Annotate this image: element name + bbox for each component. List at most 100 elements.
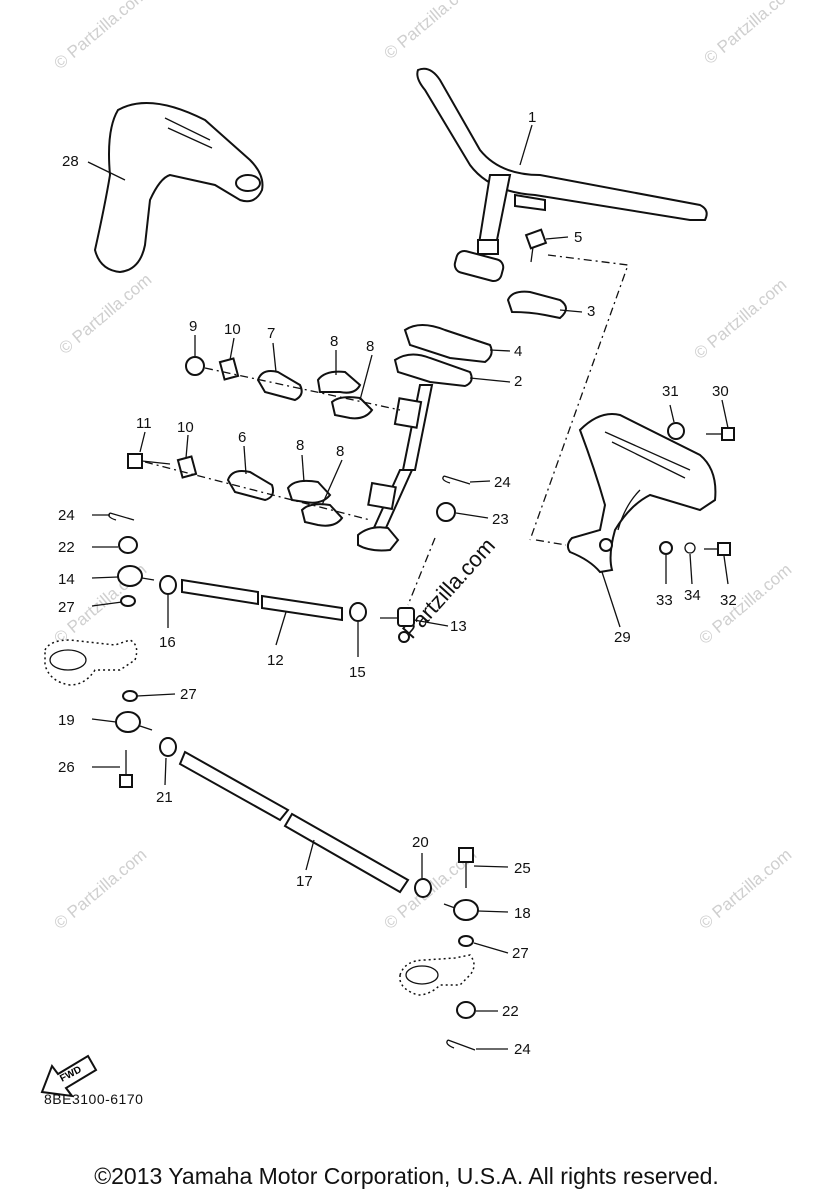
callout-34[interactable]: 34 bbox=[684, 587, 701, 604]
part-19-ball-joint[interactable] bbox=[115, 711, 153, 733]
callout-7[interactable]: 7 bbox=[267, 325, 275, 342]
callout-30[interactable]: 30 bbox=[712, 383, 729, 400]
part-27-washer[interactable] bbox=[122, 690, 138, 702]
callout-21[interactable]: 21 bbox=[156, 789, 173, 806]
callout-28[interactable]: 28 bbox=[62, 153, 79, 170]
connection-line bbox=[529, 254, 629, 541]
part-8-bushing[interactable] bbox=[330, 396, 374, 420]
callout-15[interactable]: 15 bbox=[349, 664, 366, 681]
callout-8[interactable]: 8 bbox=[366, 338, 374, 355]
callout-24[interactable]: 24 bbox=[58, 507, 75, 524]
callout-23[interactable]: 23 bbox=[492, 511, 509, 528]
part-21-lock-nut[interactable] bbox=[159, 737, 177, 757]
part-16-lock-nut[interactable] bbox=[159, 575, 177, 595]
callout-25[interactable]: 25 bbox=[514, 860, 531, 877]
part-20-lock-nut[interactable] bbox=[414, 878, 432, 898]
part-17-tie-rod[interactable] bbox=[178, 750, 290, 822]
callout-1[interactable]: 1 bbox=[528, 109, 536, 126]
part-26-bolt[interactable] bbox=[119, 750, 133, 788]
callout-29[interactable]: 29 bbox=[614, 629, 631, 646]
part-5-bolt[interactable] bbox=[524, 228, 548, 263]
callout-27[interactable]: 27 bbox=[180, 686, 197, 703]
part-24-cotter-pin[interactable] bbox=[446, 1039, 476, 1051]
part-25-bolt[interactable] bbox=[458, 847, 474, 888]
watermark: © Partzilla.com bbox=[690, 275, 790, 363]
watermark: © Partzilla.com bbox=[695, 560, 795, 648]
part-22-nut[interactable] bbox=[456, 1001, 476, 1019]
callout-11[interactable]: 11 bbox=[136, 415, 152, 432]
part-34-lock-washer[interactable] bbox=[684, 542, 696, 554]
callout-22[interactable]: 22 bbox=[58, 539, 75, 556]
callout-12[interactable]: 12 bbox=[267, 652, 284, 669]
part-15-lock-nut[interactable] bbox=[349, 602, 367, 622]
part-23-nut[interactable] bbox=[436, 502, 456, 522]
callout-10[interactable]: 10 bbox=[177, 419, 194, 436]
part-18-ball-joint[interactable] bbox=[443, 899, 479, 921]
watermark: © Partzilla.com bbox=[380, 0, 480, 63]
callout-24[interactable]: 24 bbox=[494, 474, 511, 491]
part-10-washer[interactable] bbox=[218, 357, 240, 381]
callout-13[interactable]: 13 bbox=[450, 618, 467, 635]
part-12-tie-rod[interactable] bbox=[181, 578, 259, 606]
part-4-upper-bracket[interactable] bbox=[403, 324, 493, 364]
part-27-washer[interactable] bbox=[458, 935, 474, 947]
part-9-nut[interactable] bbox=[185, 356, 205, 376]
callout-6[interactable]: 6 bbox=[238, 429, 246, 446]
part-11-bolt[interactable] bbox=[127, 453, 171, 469]
callout-32[interactable]: 32 bbox=[720, 592, 737, 609]
callout-5[interactable]: 5 bbox=[574, 229, 582, 246]
callout-24[interactable]: 24 bbox=[514, 1041, 531, 1058]
part-2-steering-plate[interactable] bbox=[393, 353, 473, 388]
part-8-bushing[interactable] bbox=[286, 479, 332, 504]
part-14-ball-joint[interactable] bbox=[117, 565, 155, 587]
leader-lines bbox=[87, 124, 729, 1050]
callout-10[interactable]: 10 bbox=[224, 321, 241, 338]
watermark: © Partzilla.com bbox=[695, 845, 795, 933]
diagram-code: 8BE3100-6170 bbox=[44, 1091, 144, 1107]
steering-arm-left[interactable] bbox=[44, 639, 138, 686]
callout-2[interactable]: 2 bbox=[514, 373, 522, 390]
callout-3[interactable]: 3 bbox=[587, 303, 595, 320]
fwd-arrow-icon: FWD bbox=[40, 1054, 98, 1098]
part-3-clamp[interactable] bbox=[506, 290, 567, 320]
callout-19[interactable]: 19 bbox=[58, 712, 75, 729]
part-13-ball-joint[interactable] bbox=[380, 607, 415, 643]
callout-33[interactable]: 33 bbox=[656, 592, 673, 609]
callout-labels: 1 2 3 4 5 6 7 8 8 8 8 9 10 10 11 12 13 1… bbox=[58, 109, 737, 1058]
callout-17[interactable]: 17 bbox=[296, 873, 313, 890]
callout-27[interactable]: 27 bbox=[58, 599, 75, 616]
callout-8[interactable]: 8 bbox=[296, 437, 304, 454]
watermark: © Partzilla.com bbox=[700, 0, 800, 68]
copyright-notice: ©2013 Yamaha Motor Corporation, U.S.A. A… bbox=[94, 1163, 719, 1189]
callout-27[interactable]: 27 bbox=[512, 945, 529, 962]
part-27-washer[interactable] bbox=[120, 595, 136, 607]
callout-18[interactable]: 18 bbox=[514, 905, 531, 922]
part-1-handlebar[interactable] bbox=[416, 67, 708, 283]
callout-9[interactable]: 9 bbox=[189, 318, 197, 335]
callout-8[interactable]: 8 bbox=[330, 333, 338, 350]
watermark: © Partzilla.com bbox=[50, 845, 150, 933]
part-32-screw[interactable] bbox=[704, 542, 731, 556]
part-22-nut[interactable] bbox=[118, 536, 138, 554]
callout-22[interactable]: 22 bbox=[502, 1003, 519, 1020]
callout-8[interactable]: 8 bbox=[336, 443, 344, 460]
part-31-grommet[interactable] bbox=[667, 422, 685, 440]
part-24-cotter-pin[interactable] bbox=[442, 475, 471, 485]
callout-14[interactable]: 14 bbox=[58, 571, 75, 588]
steering-arm-right[interactable] bbox=[399, 954, 475, 996]
steering-column[interactable] bbox=[357, 384, 434, 552]
callout-26[interactable]: 26 bbox=[58, 759, 75, 776]
part-29-steering-cover[interactable] bbox=[566, 413, 717, 574]
callout-16[interactable]: 16 bbox=[159, 634, 176, 651]
part-33-washer[interactable] bbox=[659, 541, 673, 555]
watermark: © Partzilla.com bbox=[50, 0, 150, 73]
callout-4[interactable]: 4 bbox=[514, 343, 522, 360]
callout-20[interactable]: 20 bbox=[412, 834, 429, 851]
callout-31[interactable]: 31 bbox=[662, 383, 679, 400]
part-8-bushing[interactable] bbox=[316, 370, 362, 394]
part-28-handle-cover[interactable] bbox=[93, 101, 264, 274]
part-30-screw[interactable] bbox=[706, 427, 735, 441]
part-7-clamp-half[interactable] bbox=[256, 370, 303, 402]
watermark: © Partzilla.com bbox=[55, 270, 155, 358]
part-24-cotter-pin[interactable] bbox=[108, 512, 135, 521]
